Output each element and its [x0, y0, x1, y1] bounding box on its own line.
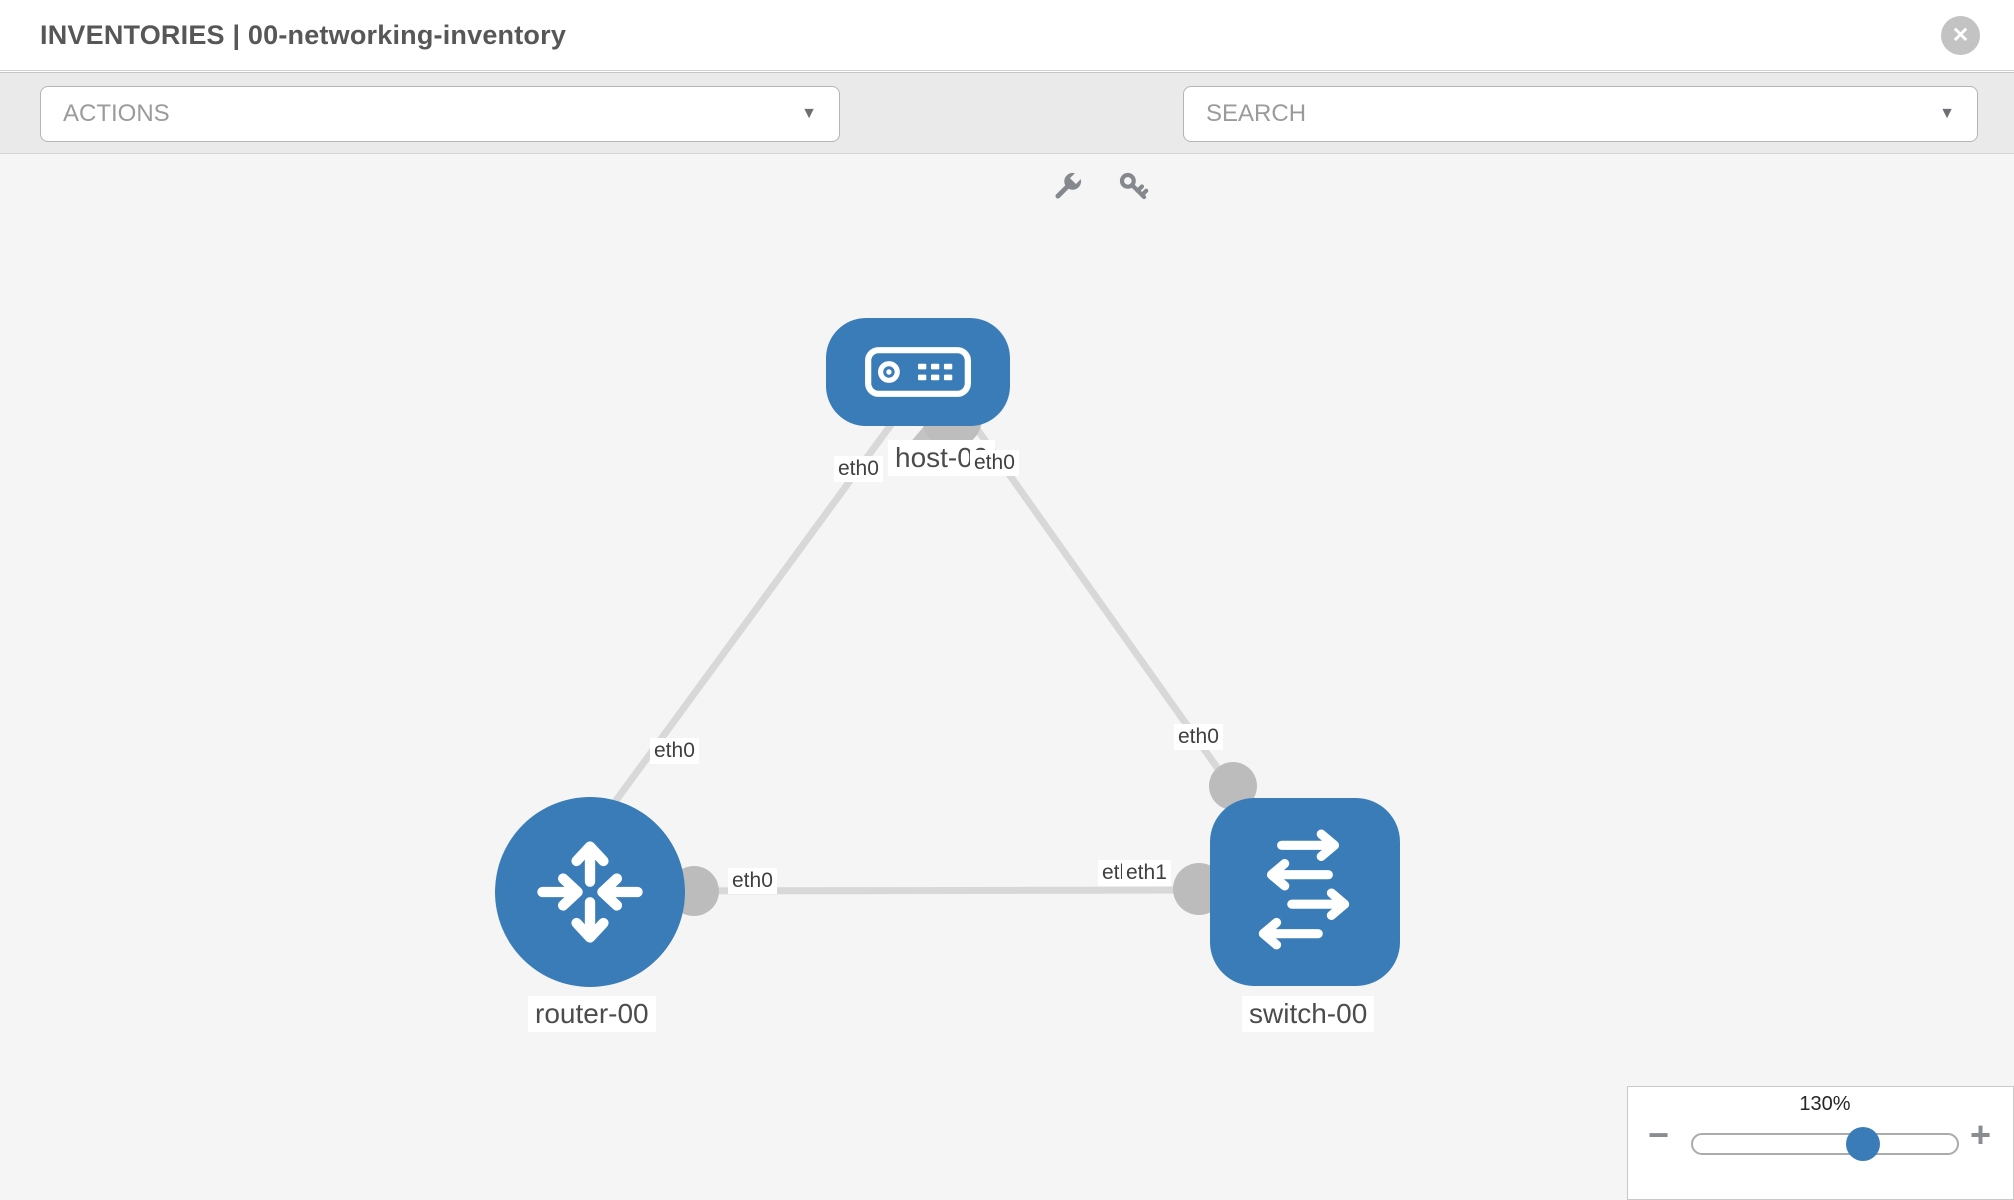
node-switch-00[interactable] — [1210, 798, 1400, 986]
search-dropdown-label: SEARCH — [1206, 100, 1307, 127]
switch-arrows-icon — [1258, 829, 1350, 950]
iface-label-host-left: eth0 — [834, 456, 883, 482]
chevron-down-icon: ▼ — [801, 105, 817, 122]
zoom-slider-handle[interactable] — [1846, 1127, 1880, 1161]
actions-dropdown-label: ACTIONS — [63, 100, 170, 127]
router-arrows-icon — [537, 841, 643, 943]
node-label-router[interactable]: router-00 — [528, 996, 656, 1032]
server-icon — [865, 347, 971, 397]
iface-label-host-right: eth0 — [970, 450, 1019, 476]
zoom-out-button[interactable]: − — [1648, 1114, 1670, 1155]
link-router-switch[interactable] — [636, 886, 1219, 895]
iface-label-host-router-mid: eth0 — [650, 738, 699, 764]
page-title: INVENTORIES | 00-networking-inventory — [40, 20, 567, 50]
zoom-in-button[interactable]: + — [1970, 1114, 1992, 1155]
node-router-00[interactable] — [495, 797, 685, 987]
header-bar: INVENTORIES | 00-networking-inventory ✕ — [0, 0, 2014, 71]
zoom-level-readout: 130% — [1799, 1093, 1851, 1115]
zoom-slider-track[interactable] — [1691, 1133, 1959, 1155]
key-icon[interactable] — [1116, 169, 1152, 205]
node-label-switch[interactable]: switch-00 — [1242, 996, 1375, 1032]
close-button[interactable]: ✕ — [1941, 16, 1980, 55]
actions-dropdown[interactable]: ACTIONS ▼ — [40, 86, 840, 142]
iface-label-switch-top: eth0 — [1174, 724, 1223, 750]
node-host-00[interactable] — [826, 318, 1010, 426]
iface-label-switch-left-eth1: eth1 — [1122, 860, 1171, 886]
search-dropdown[interactable]: SEARCH ▼ — [1183, 86, 1978, 142]
toolbar: ACTIONS ▼ SEARCH ▼ — [0, 72, 2014, 200]
chevron-down-icon: ▼ — [1939, 105, 1955, 122]
topology-canvas[interactable] — [0, 154, 2014, 1200]
zoom-control-panel: 130% − + — [1627, 1086, 2014, 1200]
wrench-icon[interactable] — [1049, 169, 1085, 205]
iface-label-switch-left-group: eth0 eth1 — [1098, 860, 1172, 890]
iface-label-router-right: eth0 — [728, 868, 777, 894]
close-icon: ✕ — [1951, 24, 1970, 47]
